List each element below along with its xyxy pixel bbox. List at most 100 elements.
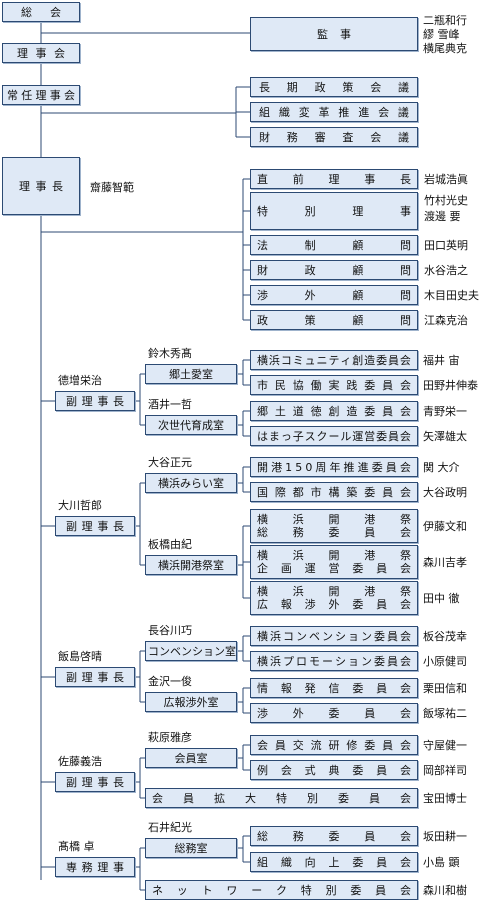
committee-box-line: 企画運営委員会 <box>257 562 411 575</box>
auditor-name: 繆 雪峰 <box>423 28 460 41</box>
advisor-box-label: 法制顧問 <box>257 238 411 252</box>
office-box: 総務室 <box>145 838 237 858</box>
committee-chair-name: 田野井伸泰 <box>423 378 478 392</box>
advisor-box: 特別理事 <box>250 192 418 230</box>
advisor-box-label: 財政顧問 <box>257 263 411 277</box>
committee-box-label: 横浜コミュニティ創造委員会 <box>257 353 411 367</box>
committee-box-label: 渉外委員会 <box>257 706 411 720</box>
committee-box: 横浜開港祭総務委員会 <box>250 509 418 543</box>
committee-chair-name: 岡部祥司 <box>423 763 467 777</box>
auditor-name: 横尾典克 <box>423 42 467 55</box>
general-meeting-box-label: 総会 <box>21 5 61 19</box>
committee-box-label: 国際都市構築委員会 <box>257 485 411 499</box>
special-committee-box-label: ネットワーク特別委員会 <box>152 883 411 897</box>
office-box: 横浜開港祭室 <box>145 555 237 575</box>
committee-box-label: 情報発信委員会 <box>257 681 411 695</box>
committee-box: 総務委員会 <box>250 826 418 846</box>
committee-box-line: 横浜開港祭 <box>257 513 411 526</box>
committee-box-label: 組織向上委員会 <box>257 855 411 869</box>
office-box-label: 郷土愛室 <box>169 367 213 381</box>
division-role-box: 専務理事 <box>55 857 135 877</box>
advisor-name: 渡邊 要 <box>424 210 461 223</box>
council-box: 財務審査会議 <box>250 127 418 147</box>
office-box-label: 横浜みらい室 <box>158 476 224 490</box>
division-role-box: 副理事長 <box>55 516 135 536</box>
division-role-box: 副理事長 <box>55 391 135 411</box>
office-box-label: 次世代育成室 <box>158 418 224 432</box>
standing-board-box: 常任理事会 <box>2 85 80 105</box>
office-box: 横浜みらい室 <box>145 473 237 493</box>
committee-chair-name: 坂田耕一 <box>423 829 467 843</box>
division-head-name: 大川哲郎 <box>58 499 102 512</box>
committee-box: 例会式典委員会 <box>250 760 418 780</box>
office-leader-name: 石井紀光 <box>148 821 192 834</box>
president-name: 齋藤智範 <box>90 181 134 194</box>
committee-box: 会員交流研修委員会 <box>250 735 418 755</box>
office-box: 広報渉外室 <box>145 692 237 712</box>
council-box-label: 長期政策会議 <box>259 80 409 94</box>
committee-box: 組織向上委員会 <box>250 852 418 872</box>
committee-box-line: 横浜開港祭 <box>257 585 411 598</box>
advisor-name: 田口英明 <box>424 239 468 252</box>
committee-chair-name: 関 大介 <box>423 460 460 474</box>
committee-box: 横浜コミュニティ創造委員会 <box>250 350 418 370</box>
special-committee-box: ネットワーク特別委員会 <box>145 880 418 900</box>
advisor-box: 財政顧問 <box>250 260 418 280</box>
office-leader-name: 酒井一哲 <box>148 398 192 411</box>
advisor-name: 水谷浩之 <box>424 264 468 277</box>
division-head-name: 飯島啓晴 <box>58 650 102 663</box>
committee-chair-name: 守屋健一 <box>423 738 467 752</box>
committee-box: 市民協働実践委員会 <box>250 375 418 395</box>
office-leader-name: 萩原雅彦 <box>148 731 192 744</box>
committee-chair-name: 森川和樹 <box>423 884 467 897</box>
committee-chair-name: 板谷茂幸 <box>423 629 467 643</box>
office-box-label: 総務室 <box>174 841 208 855</box>
advisor-box-label: 政策顧問 <box>257 313 411 327</box>
committee-chair-name: 小島 顕 <box>423 855 460 869</box>
committee-box-label: 総務委員会 <box>257 829 411 843</box>
committee-chair-name: 飯塚祐二 <box>423 706 467 720</box>
office-box: 郷土愛室 <box>145 364 237 384</box>
advisor-name: 木目田史夫 <box>424 289 479 302</box>
office-leader-name: 金沢一俊 <box>148 675 192 688</box>
division-role-box-label: 専務理事 <box>66 860 124 874</box>
council-box: 組織変革推進会議 <box>250 102 418 122</box>
committee-box-label: 例会式典委員会 <box>257 763 411 777</box>
standing-board-box-label: 常任理事会 <box>7 88 75 102</box>
office-box-label: 広報渉外室 <box>163 695 219 709</box>
council-box-label: 組織変革推進会議 <box>259 105 409 119</box>
committee-box: 横浜コンベンション委員会 <box>250 626 418 646</box>
advisor-box-label: 直前理事長 <box>257 172 411 186</box>
committee-box-line: 横浜開港祭 <box>257 549 411 562</box>
advisor-name: 竹村光史 <box>424 194 468 207</box>
office-box: コンベンション室 <box>145 641 237 661</box>
division-head-name: 佐藤義浩 <box>58 755 102 768</box>
advisor-box: 直前理事長 <box>250 169 418 189</box>
president-box: 理事長 <box>2 157 80 215</box>
president-box-label: 理事長 <box>19 179 63 193</box>
auditor-name: 二瓶和行 <box>423 14 467 27</box>
committee-box: はまっ子スクール運営委員会 <box>250 426 418 446</box>
division-role-box-label: 副理事長 <box>66 670 124 684</box>
committee-box-label: 横浜コンベンション委員会 <box>257 629 411 643</box>
board-box-label: 理事会 <box>17 46 65 60</box>
committee-box: 郷土道徳創造委員会 <box>250 401 418 421</box>
office-box: 次世代育成室 <box>145 415 237 435</box>
committee-box: 国際都市構築委員会 <box>250 482 418 502</box>
office-box: 会員室 <box>145 748 237 768</box>
office-leader-name: 長谷川巧 <box>148 624 192 637</box>
special-committee-box-label: 会員拡大特別委員会 <box>152 791 411 805</box>
advisor-name: 江森克治 <box>424 314 468 327</box>
committee-box-label: はまっ子スクール運営委員会 <box>257 429 411 443</box>
advisor-box-label: 特別理事 <box>257 204 411 218</box>
committee-box: 横浜プロモーション委員会 <box>250 651 418 671</box>
office-box-label: 横浜開港祭室 <box>158 558 224 572</box>
committee-box-line: 広報渉外委員会 <box>257 598 411 611</box>
advisor-box: 政策顧問 <box>250 310 418 330</box>
council-box-label: 財務審査会議 <box>259 130 409 144</box>
committee-box-line: 総務委員会 <box>257 526 411 539</box>
committee-chair-name: 宝田博士 <box>423 792 467 805</box>
division-role-box: 副理事長 <box>55 667 135 687</box>
